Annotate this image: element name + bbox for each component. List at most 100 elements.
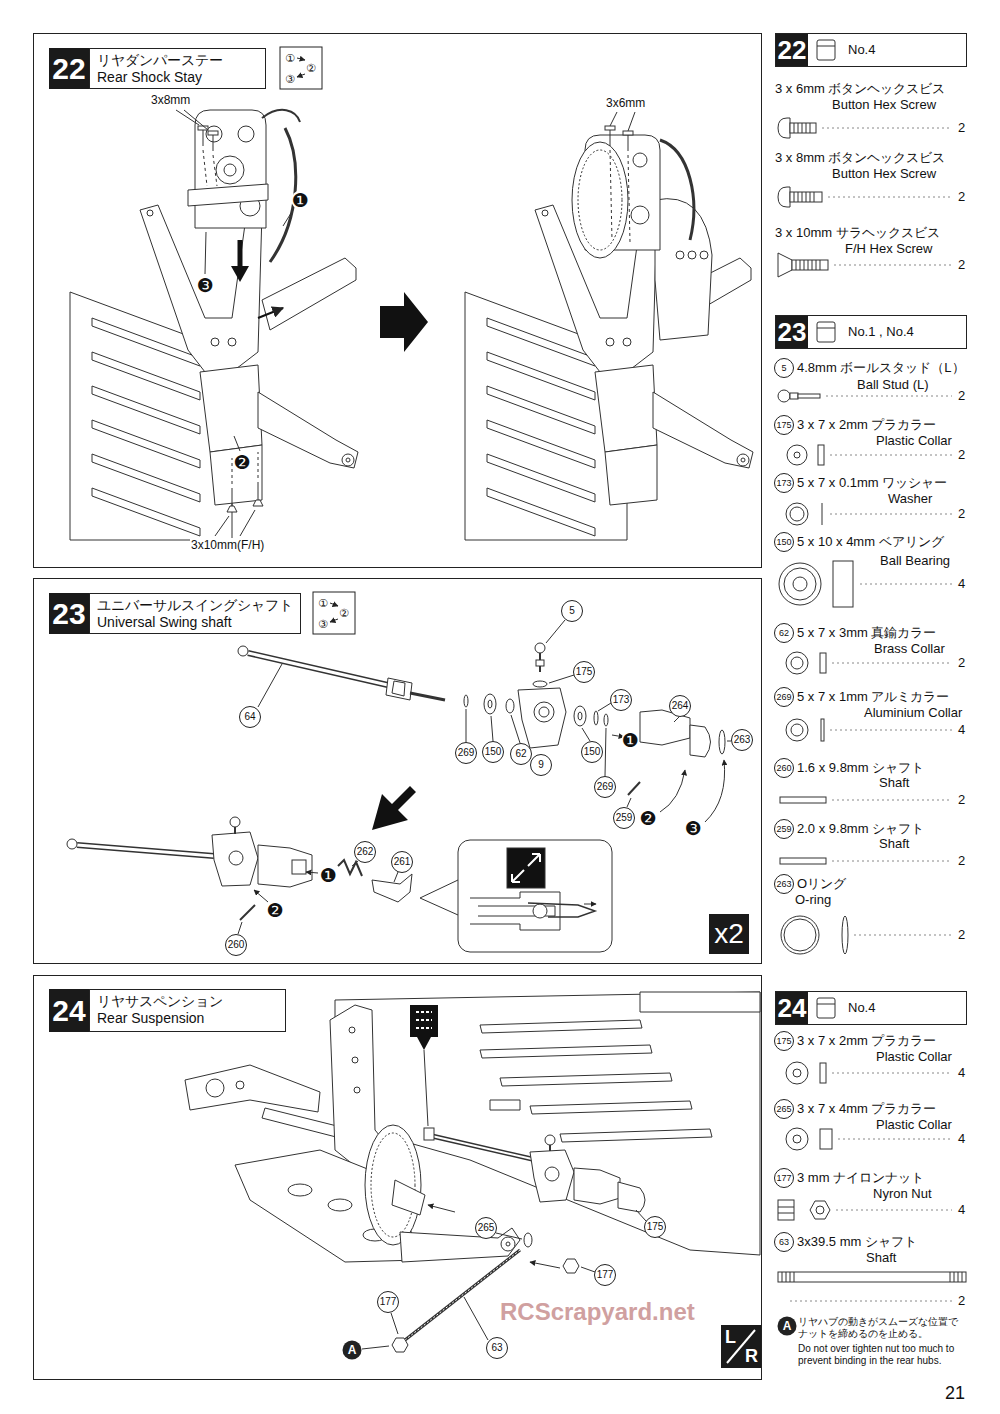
part-icon: [786, 1128, 808, 1150]
part-name: Button Hex Screw: [832, 166, 936, 181]
callout-number: 63: [486, 1337, 508, 1359]
callout-number: 150: [581, 741, 603, 763]
quantity: 2: [958, 927, 965, 943]
screw-drawing: [258, 482, 259, 500]
callout-number: 269: [455, 742, 477, 764]
swing-shaft-drawing: [574, 706, 586, 726]
part-icon: [790, 192, 822, 202]
suspension-drawing: [480, 1020, 642, 1033]
parts-bag-header: 24No.4: [775, 991, 967, 1025]
leader-line: [530, 1262, 560, 1268]
leader-line: [822, 128, 952, 129]
left-right-badge: LR: [721, 1325, 761, 1368]
screw-drawing: [203, 130, 204, 146]
suspension-drawing: [405, 1250, 520, 1340]
leader-line: [628, 112, 635, 131]
detail-inset: [533, 904, 547, 918]
step-title: Rear Suspension: [97, 1010, 204, 1027]
gearbox-drawing: [610, 130, 611, 146]
leader-line: [352, 861, 358, 866]
sequence-number: ③: [285, 74, 295, 85]
part-name: 3 x 7 x 2mm プラカラー: [797, 417, 936, 433]
screw-drawing: [258, 452, 259, 478]
step-title-box: ユニバーサルスイングシャフトUniversal Swing shaft: [89, 593, 301, 634]
callout-number: 262: [354, 841, 376, 863]
part-name: Shaft: [879, 775, 909, 790]
callout-number: 62: [774, 623, 794, 643]
callout-number: 175: [774, 1031, 794, 1051]
suspension-drawing: [490, 1100, 520, 1110]
swing-shaft-drawing: [410, 693, 445, 700]
step-title: Rear Shock Stay: [97, 69, 202, 86]
part-name: Button Hex Screw: [832, 97, 936, 112]
callout-number: 259: [774, 819, 794, 839]
leader-line: [832, 1073, 952, 1074]
gearbox-drawing: [188, 184, 268, 206]
part-icon: [792, 260, 828, 270]
step-marker: ❶: [621, 731, 638, 750]
leader-line: [464, 1297, 488, 1340]
part-icon: [818, 445, 824, 465]
callout-number: 265: [475, 1217, 497, 1239]
gearbox-drawing: [605, 126, 615, 130]
part-icon: [822, 503, 823, 525]
part-icon: [782, 1272, 962, 1282]
part-icon: [778, 1272, 966, 1282]
suspension-drawing: [640, 992, 760, 1012]
sequence-number: ②: [339, 608, 349, 619]
suspension-drawing: [371, 1133, 415, 1237]
part-icon: [778, 118, 790, 138]
part-icon: [817, 322, 835, 342]
step-marker: ❸: [196, 276, 213, 295]
sequence-number: ①: [318, 598, 328, 609]
part-name: 3 x 8mm ボタンヘックスビス: [775, 150, 945, 166]
dimension-label: 3x8mm: [150, 93, 191, 107]
watermark: RCScrapyard.net: [500, 1298, 695, 1326]
sequence-icon: [330, 603, 338, 606]
assembly-arrow: [380, 292, 428, 352]
leader-line: [549, 675, 574, 683]
parts-bag-header: 22No.4: [775, 33, 967, 67]
leader-line: [598, 703, 611, 711]
callout-number: 5: [774, 358, 794, 378]
part-name: 5 x 10 x 4mm ベアリング: [797, 534, 944, 550]
screw-drawing: [227, 506, 237, 512]
part-icon: [798, 394, 820, 398]
leader-line: [790, 1301, 952, 1302]
suspension-drawing: [365, 1125, 421, 1245]
sequence-number: ③: [318, 619, 328, 630]
suspension-drawing: [288, 1184, 312, 1196]
quantity: 2: [958, 189, 965, 205]
swing-shaft-drawing: [212, 832, 258, 886]
gearbox-drawing: [623, 131, 633, 135]
quantity: 4: [958, 1202, 965, 1218]
part-icon: [791, 724, 803, 736]
gearbox-drawing: [238, 126, 254, 142]
part-name: Oリング: [797, 876, 846, 892]
leader-line: [362, 1346, 389, 1349]
callout-number: 5: [561, 600, 583, 622]
part-name: 3x39.5 mm シャフト: [797, 1234, 917, 1250]
swing-shaft-drawing: [604, 714, 608, 726]
part-icon: [778, 390, 790, 402]
part-icon: [793, 1135, 801, 1143]
suspension-drawing: [549, 1145, 551, 1151]
part-icon: [817, 328, 835, 329]
step-title: リヤサスペンション: [97, 993, 223, 1010]
chassis-drawing: [70, 205, 753, 540]
part-icon: [786, 1062, 808, 1084]
part-name: 3 x 10mm サラヘックスビス: [775, 225, 940, 241]
part-name: Plastic Collar: [876, 1117, 952, 1132]
callout-number: 263: [731, 729, 753, 751]
detail-inset: [420, 840, 612, 952]
gearbox-drawing: [216, 156, 244, 184]
callout-number: 63: [774, 1232, 794, 1252]
leader-line: [832, 861, 952, 862]
part-name: Brass Collar: [874, 641, 945, 656]
callout-number: 269: [594, 776, 616, 798]
sequence-icon: [297, 74, 305, 77]
suspension-drawing: [501, 1237, 515, 1251]
page-number: 21: [945, 1383, 965, 1404]
suspension-drawing: [236, 1081, 244, 1089]
step-marker: ❶: [291, 191, 308, 210]
